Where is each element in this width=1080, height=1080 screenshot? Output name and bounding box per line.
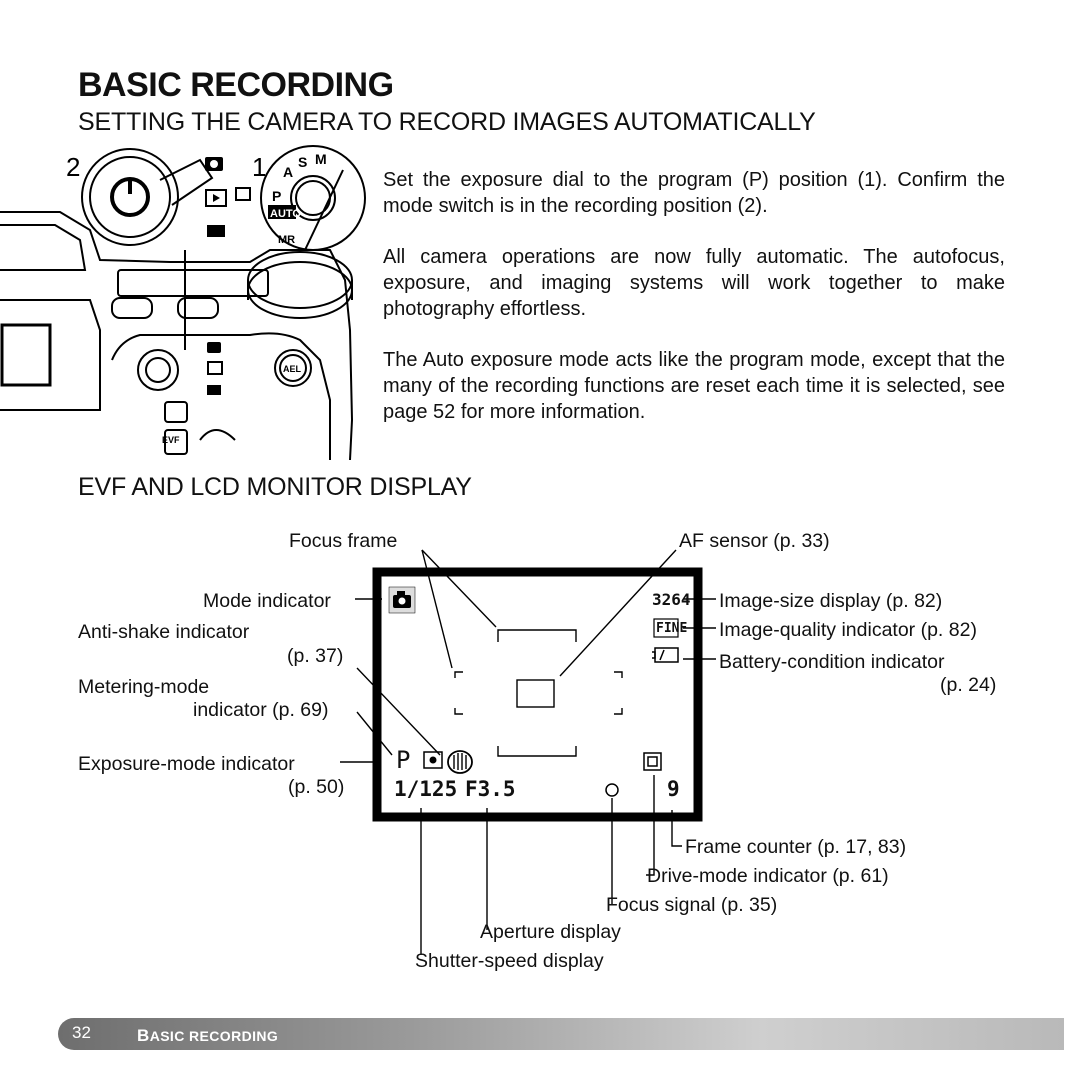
section-subtitle: SETTING THE CAMERA TO RECORD IMAGES AUTO… (78, 108, 816, 136)
paragraph-auto-mode: The Auto exposure mode acts like the pro… (383, 349, 1005, 423)
exposure-mode-label: Exposure-mode indicator (78, 753, 295, 775)
footer-bar (58, 1018, 1064, 1050)
af-sensor-label: AF sensor (p. 33) (679, 530, 830, 552)
dial-p-label: P (272, 188, 281, 204)
image-quality-value: FINE (656, 621, 688, 636)
callout-1: 1 (252, 152, 266, 182)
paragraph-fully-automatic: All camera operations are now fully auto… (383, 246, 1005, 320)
svg-text:AUTO: AUTO (270, 208, 301, 220)
svg-text:A: A (283, 164, 293, 180)
shutter-speed-value: 1/125 (394, 777, 458, 801)
image-size-label: Image-size display (p. 82) (719, 590, 943, 612)
svg-text:S: S (298, 154, 307, 170)
focus-signal-icon (605, 783, 619, 797)
shutter-speed-label: Shutter-speed display (415, 950, 604, 972)
metering-mode-label: Metering-mode (78, 676, 210, 698)
metering-mode-page: indicator (p. 69) (193, 699, 329, 721)
image-size-value: 3264 (652, 590, 691, 609)
svg-text:M: M (315, 151, 327, 167)
footer-section-title: BASIC RECORDING (137, 1026, 278, 1046)
footer-section-initial: B (137, 1026, 150, 1045)
battery-page: (p. 24) (940, 674, 997, 696)
exposure-mode-value: P (396, 746, 411, 774)
battery-label: Battery-condition indicator (719, 651, 945, 673)
aperture-label: Aperture display (480, 921, 621, 943)
anti-shake-page: (p. 37) (287, 645, 344, 667)
svg-text:MR: MR (278, 234, 295, 246)
ael-button-label: AEL (283, 364, 302, 374)
evf-lcd-diagram (340, 549, 716, 955)
footer-section-rest: ASIC RECORDING (149, 1028, 279, 1044)
callout-2: 2 (66, 152, 80, 182)
drive-mode-label: Drive-mode indicator (p. 61) (647, 865, 889, 887)
anti-shake-label: Anti-shake indicator (78, 621, 250, 643)
page-title: BASIC RECORDING (78, 66, 394, 104)
mode-indicator-label: Mode indicator (203, 590, 331, 612)
focus-frame-label: Focus frame (289, 530, 398, 552)
image-quality-label: Image-quality indicator (p. 82) (719, 619, 977, 641)
section-title-evf-lcd: EVF AND LCD MONITOR DISPLAY (78, 473, 472, 501)
lcd-screen-frame (372, 567, 703, 822)
paragraph-set-dial: Set the exposure dial to the program (P)… (383, 169, 1005, 217)
frame-count-value: 9 (667, 777, 680, 801)
focus-signal-label: Focus signal (p. 35) (606, 894, 778, 916)
aperture-value: F3.5 (465, 777, 516, 801)
svg-text:EVF: EVF (162, 435, 180, 445)
camera-illustration: P A S M AUTO MR AEL EVF 2 1 (0, 145, 366, 460)
exposure-mode-page: (p. 50) (288, 776, 345, 798)
frame-counter-label: Frame counter (p. 17, 83) (685, 836, 907, 858)
page-number: 32 (72, 1023, 91, 1042)
